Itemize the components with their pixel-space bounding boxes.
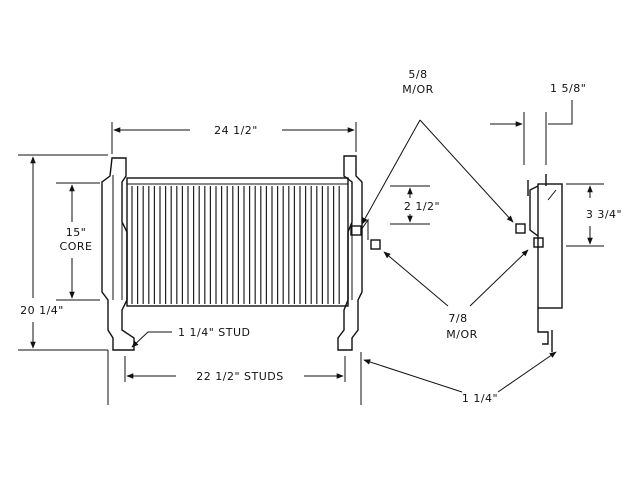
core-label: CORE — [60, 240, 93, 253]
port-offset-label: 2 1/2" — [404, 200, 440, 213]
side-port-fitting-upper — [515, 223, 526, 234]
core-fins — [131, 186, 340, 304]
side-port-upper — [529, 185, 539, 237]
side-depth-label: 1 5/8" — [550, 82, 586, 95]
overall-width-dimension: 24 1/2" — [111, 122, 357, 154]
stud-length-label: 1 1/4" — [462, 392, 498, 405]
core-height-dimension: 15" CORE — [56, 182, 100, 301]
stud-length-callout: 1 1/4" — [363, 351, 557, 405]
right-tank — [337, 155, 363, 351]
overall-width-label: 24 1/2" — [214, 124, 258, 137]
side-height-label: 3 3/4" — [586, 208, 622, 221]
stud-size-callout: 1 1/4" STUD — [131, 326, 250, 348]
core-outline — [126, 177, 349, 307]
port-fitting-tube — [360, 218, 369, 240]
port-offset-dimension: 2 1/2" — [390, 185, 440, 225]
overall-height-dimension: 20 1/4" — [18, 154, 108, 351]
stud-size-label: 1 1/4" STUD — [178, 326, 250, 339]
side-depth-dimension: 1 5/8" — [490, 82, 586, 165]
core-height-label: 15" — [66, 226, 87, 239]
side-stud-bracket — [537, 308, 549, 345]
side-tank-detail — [547, 189, 557, 201]
side-view — [515, 174, 563, 352]
bottom-port-callout: 7/8 M/OR — [383, 249, 529, 341]
overall-height-label: 20 1/4" — [20, 304, 64, 317]
side-body — [537, 183, 563, 309]
bottom-port-size: 7/8 — [448, 312, 467, 325]
top-port-callout: 5/8 M/OR — [361, 68, 514, 225]
side-height-dimension: 3 3/4" — [566, 183, 622, 247]
stud-spacing-dimension: 22 1/2" STUDS — [124, 356, 346, 383]
bottom-port-type: M/OR — [446, 328, 478, 341]
stud-spacing-label: 22 1/2" STUDS — [196, 370, 283, 383]
side-port-fitting-lower — [533, 237, 544, 248]
left-tank — [101, 157, 135, 351]
top-port-size: 5/8 — [408, 68, 427, 81]
top-port-type: M/OR — [402, 83, 434, 96]
port-fitting-upper — [350, 225, 362, 236]
port-fitting-lower — [370, 239, 381, 250]
front-view — [101, 155, 381, 405]
